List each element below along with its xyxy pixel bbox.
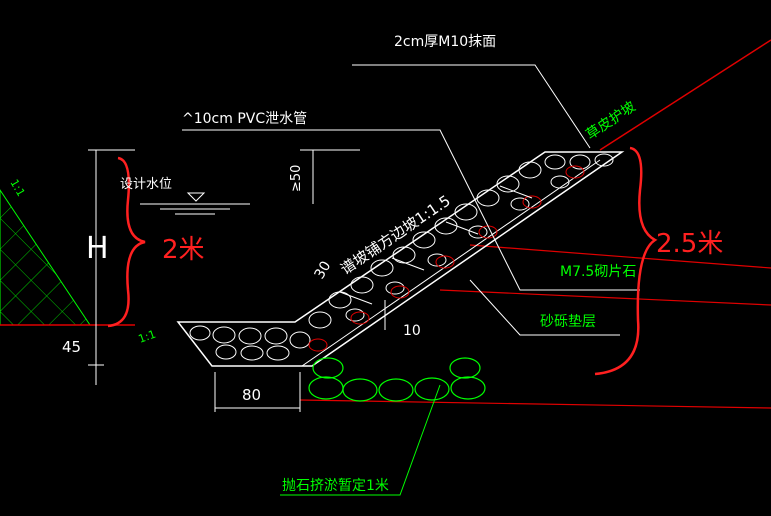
mid-slope-mark: 1:1 (137, 328, 158, 346)
left-height-annotation: 2米 (162, 235, 205, 265)
pvc-drain-pipes (339, 185, 533, 305)
ground-line-1 (469, 244, 771, 269)
dimension-lines (88, 149, 386, 412)
upper-slope-ground (599, 39, 771, 151)
masonry-stones-red (308, 165, 585, 352)
masonry-lining (176, 151, 625, 367)
m75-stone-label: M7.5砌片石 (560, 264, 636, 280)
left-grid-embankment (0, 189, 91, 326)
dim-80-label: 80 (242, 386, 261, 404)
riprap-leader (280, 384, 441, 496)
left-slope-mark: 1:1 (7, 177, 27, 199)
right-height-bracket (594, 146, 658, 376)
design-water-level-label: 设计水位 (120, 177, 172, 192)
riprap-note-label: 抛石挤淤暂定1米 (282, 478, 389, 494)
h-dimension-label: H (86, 231, 109, 266)
riprap-stones (308, 357, 486, 402)
dim-30-label: 30 (312, 259, 335, 282)
pvc-pipe-label: ^10cm PVC泄水管 (182, 111, 307, 127)
gravel-cushion-label: 砂砾垫层 (540, 314, 596, 330)
slope-ratio-label: 谱坡铺方边坡1:1.5 (337, 192, 454, 279)
leader-lines (182, 64, 640, 336)
water-level-symbol (140, 192, 250, 215)
min-50-label: ≥50 (289, 165, 304, 192)
dim-45-label: 45 (62, 338, 81, 356)
top-note-label: 2cm厚M10抹面 (394, 34, 496, 50)
left-height-bracket (107, 156, 146, 328)
dim-10-label: 10 (403, 323, 421, 339)
cushion-boundary (212, 159, 601, 367)
ground-line-3 (299, 399, 771, 409)
right-height-annotation: 2.5米 (656, 229, 723, 259)
grass-slope-label: 草皮护坡 (583, 99, 638, 144)
ground-line-2 (439, 289, 771, 306)
masonry-stones (189, 153, 614, 361)
